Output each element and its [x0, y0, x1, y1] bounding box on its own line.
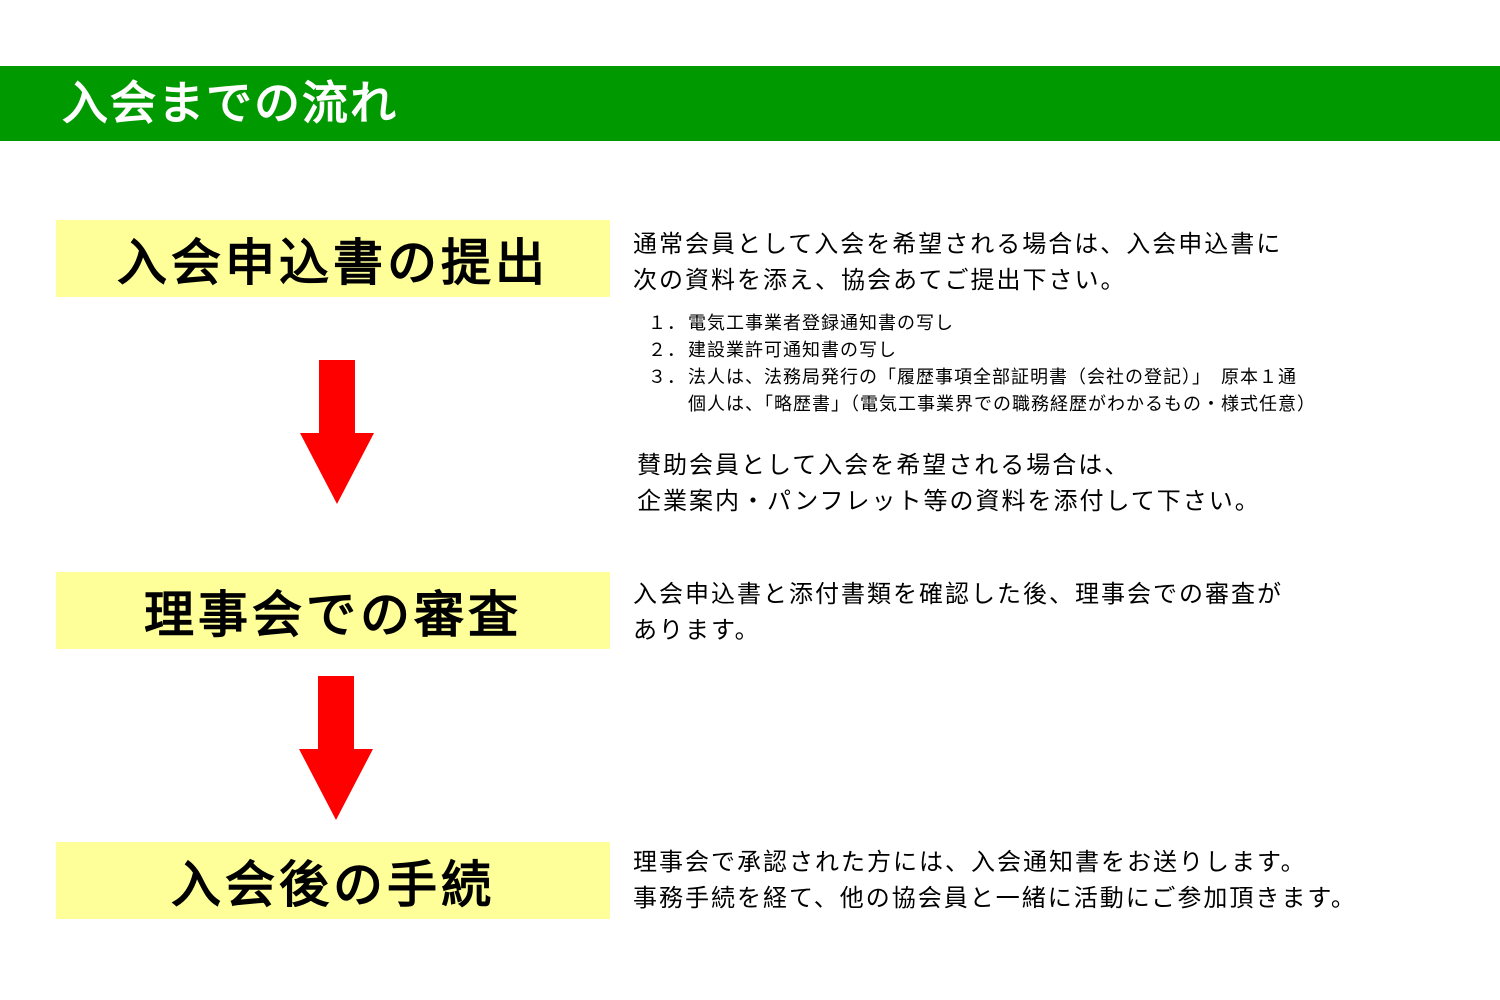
document-item-3: ３． 法人は、法務局発行の「履歴事項全部証明書（会社の登記）」 原本１通 — [648, 364, 1316, 391]
step-3-box: 入会後の手続 — [56, 842, 610, 919]
step-3-description: 理事会で承認された方には、入会通知書をお送りします。 事務手続を経て、他の協会員… — [633, 844, 1357, 916]
step-2-title: 理事会での審査 — [144, 585, 522, 644]
step-2-description-line: 入会申込書と添付書類を確認した後、理事会での審査が — [633, 580, 1283, 608]
step-2-description-line: あります。 — [633, 616, 761, 644]
supporting-note-line: 企業案内・パンフレット等の資料を添付して下さい。 — [637, 487, 1261, 515]
document-number: １． — [648, 313, 686, 334]
document-text: 電気工事業者登録通知書の写し — [688, 313, 954, 334]
header-bar: 入会までの流れ — [0, 66, 1500, 141]
supporting-note-line: 賛助会員として入会を希望される場合は、 — [637, 451, 1131, 479]
document-text: 法人は、法務局発行の「履歴事項全部証明書（会社の登記）」 原本１通 — [688, 367, 1297, 388]
document-item-3-sub: 個人は、「略歴書」（電気工事業界での職務経歴がわかるもの・様式任意） — [688, 394, 1316, 415]
document-number: ２． — [648, 340, 686, 361]
step-1-box: 入会申込書の提出 — [56, 220, 610, 297]
down-arrow-icon — [299, 676, 373, 820]
step-1-description-line: 通常会員として入会を希望される場合は、入会申込書に — [633, 230, 1283, 258]
step-3-description-line: 事務手続を経て、他の協会員と一緒に活動にご参加頂きます。 — [633, 884, 1357, 912]
document-item-2: ２． 建設業許可通知書の写し — [648, 337, 1316, 364]
step-3-title: 入会後の手続 — [171, 855, 495, 914]
step-2-description: 入会申込書と添付書類を確認した後、理事会での審査が あります。 — [633, 576, 1283, 648]
step-2-box: 理事会での審査 — [56, 572, 610, 649]
document-text: 建設業許可通知書の写し — [688, 340, 897, 361]
required-documents-list: １． 電気工事業者登録通知書の写し ２． 建設業許可通知書の写し ３． 法人は、… — [648, 310, 1316, 418]
document-item-1: １． 電気工事業者登録通知書の写し — [648, 310, 1316, 337]
step-1-description-line: 次の資料を添え、協会あてご提出下さい。 — [633, 266, 1127, 294]
step-1-title: 入会申込書の提出 — [117, 233, 549, 292]
document-number: ３． — [648, 367, 686, 388]
page-title: 入会までの流れ — [62, 76, 398, 130]
step-1-description: 通常会員として入会を希望される場合は、入会申込書に 次の資料を添え、協会あてご提… — [633, 226, 1282, 298]
step-3-description-line: 理事会で承認された方には、入会通知書をお送りします。 — [633, 848, 1307, 876]
down-arrow-icon — [300, 360, 374, 504]
supporting-member-note: 賛助会員として入会を希望される場合は、 企業案内・パンフレット等の資料を添付して… — [637, 447, 1261, 519]
